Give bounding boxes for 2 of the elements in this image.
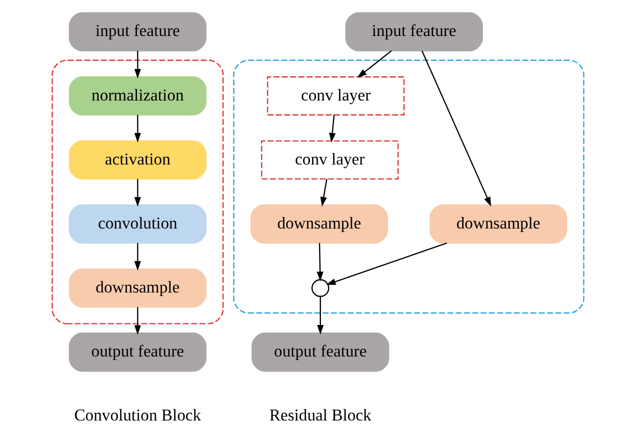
label: Residual Block	[269, 406, 372, 425]
label: Convolution Block	[74, 406, 202, 425]
